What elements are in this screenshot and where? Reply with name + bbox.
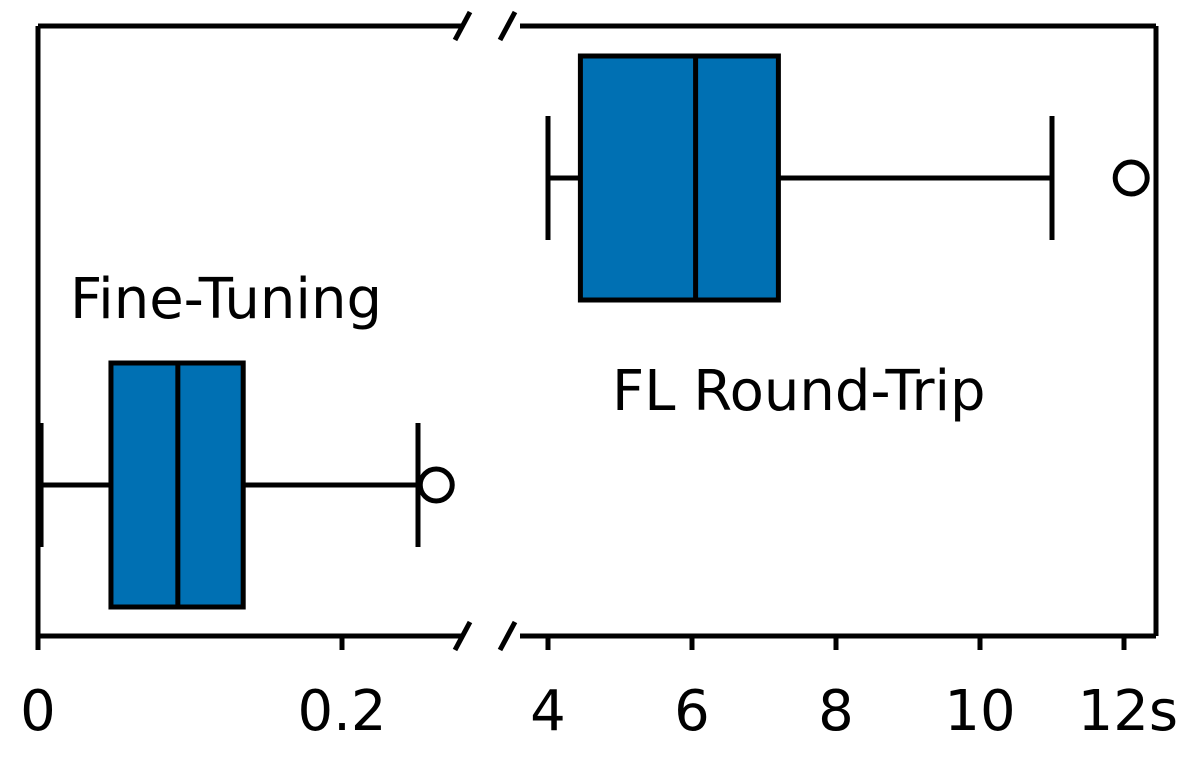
x-tick-label: 12s [1078,679,1178,744]
x-tick-label: 8 [818,679,854,744]
axis-break-mark [452,620,473,652]
box-fl-round-trip [577,53,781,303]
series-label-fl-round-trip: FL Round-Trip [612,359,986,424]
outlier-fl-round-trip [1112,159,1150,197]
axis-break-mark [497,620,518,652]
labels: Fine-Tuning FL Round-Trip [70,267,986,424]
axis-break-mark [452,10,473,42]
x-tick-label: 0.2 [297,679,386,744]
x-tick-label: 0 [20,679,56,744]
plot-area [38,53,1150,610]
x-tick-label: 6 [674,679,710,744]
axes: 0 0.2 4 6 8 10 12s [20,10,1178,744]
x-tick-label: 10 [944,679,1015,744]
axis-break-mark [497,10,518,42]
x-tick-label: 4 [530,679,566,744]
series-label-fine-tuning: Fine-Tuning [70,267,382,332]
outlier-fine-tuning [417,466,455,504]
